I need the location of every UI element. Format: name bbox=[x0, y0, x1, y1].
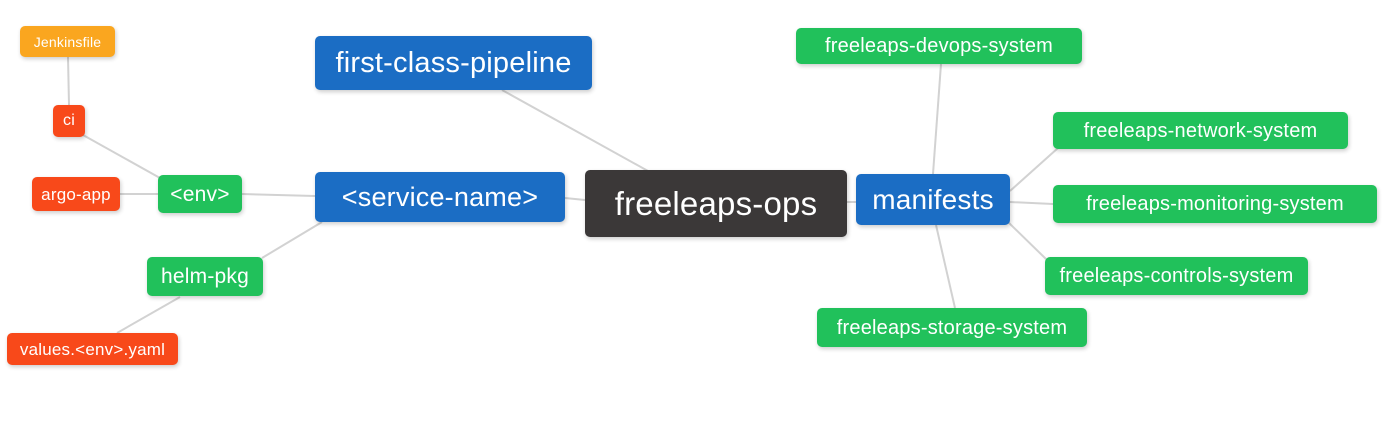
node-freeleaps-network-system[interactable]: freeleaps-network-system bbox=[1053, 112, 1348, 149]
edge-first-class-pipeline-to-freeleaps-ops bbox=[501, 89, 649, 172]
node-argo-app[interactable]: argo-app bbox=[32, 177, 120, 211]
node-freeleaps-controls-system[interactable]: freeleaps-controls-system bbox=[1045, 257, 1308, 295]
edge-values-env-yaml-to-helm-pkg bbox=[116, 296, 181, 334]
node-freeleaps-ops[interactable]: freeleaps-ops bbox=[585, 170, 847, 237]
edge-manifests-to-freeleaps-monitoring-system bbox=[1009, 201, 1054, 205]
node-service-name[interactable]: <service-name> bbox=[315, 172, 565, 222]
node-jenkinsfile[interactable]: Jenkinsfile bbox=[20, 26, 115, 57]
node-first-class-pipeline[interactable]: first-class-pipeline bbox=[315, 36, 592, 90]
edge-helm-pkg-to-service-name bbox=[261, 221, 323, 259]
node-freeleaps-monitoring-system[interactable]: freeleaps-monitoring-system bbox=[1053, 185, 1377, 223]
node-manifests[interactable]: manifests bbox=[856, 174, 1010, 225]
edge-jenkinsfile-to-ci bbox=[67, 56, 70, 106]
edge-manifests-to-freeleaps-network-system bbox=[1009, 147, 1059, 192]
node-freeleaps-devops-system[interactable]: freeleaps-devops-system bbox=[796, 28, 1082, 64]
node-ci[interactable]: ci bbox=[53, 105, 85, 137]
edge-manifests-to-freeleaps-storage-system bbox=[935, 224, 956, 309]
edge-env-to-service-name bbox=[241, 193, 316, 197]
edge-manifests-to-freeleaps-devops-system bbox=[932, 63, 942, 175]
edge-manifests-to-freeleaps-controls-system bbox=[1007, 221, 1047, 260]
node-freeleaps-storage-system[interactable]: freeleaps-storage-system bbox=[817, 308, 1087, 347]
edge-service-name-to-freeleaps-ops bbox=[564, 197, 586, 201]
node-env[interactable]: <env> bbox=[158, 175, 242, 213]
node-helm-pkg[interactable]: helm-pkg bbox=[147, 257, 263, 296]
node-values-env-yaml[interactable]: values.<env>.yaml bbox=[7, 333, 178, 365]
edge-ci-to-env bbox=[82, 134, 161, 179]
